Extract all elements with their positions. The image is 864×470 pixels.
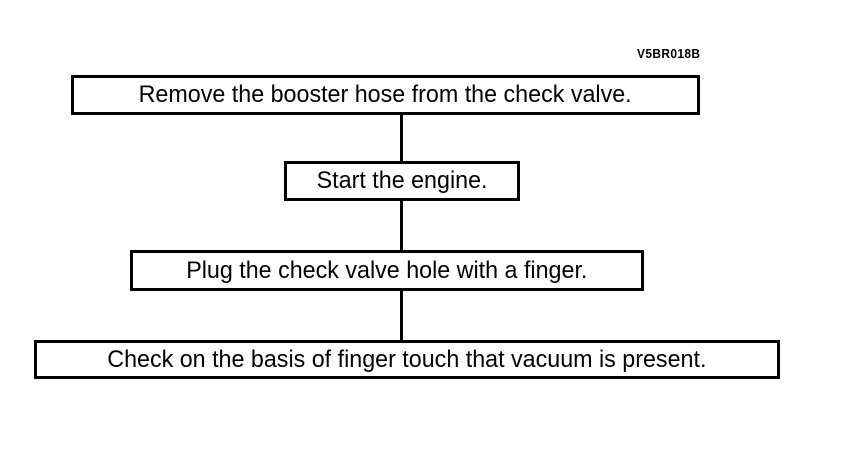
flow-step-label-3: Plug the check valve hole with a finger. <box>186 256 588 284</box>
flow-step-box-2: Start the engine. <box>284 161 520 201</box>
connector-line-1-2 <box>400 112 403 164</box>
flow-step-label-4: Check on the basis of finger touch that … <box>107 345 707 373</box>
connector-line-3-4 <box>400 288 403 343</box>
figure-code-label: V5BR018B <box>637 46 701 61</box>
connector-line-2-3 <box>400 198 403 253</box>
flow-step-box-1: Remove the booster hose from the check v… <box>71 75 700 115</box>
flow-step-label-2: Start the engine. <box>316 167 488 194</box>
flow-step-box-4: Check on the basis of finger touch that … <box>34 340 780 379</box>
flow-step-box-3: Plug the check valve hole with a finger. <box>130 250 644 291</box>
flow-step-label-1: Remove the booster hose from the check v… <box>138 81 633 108</box>
